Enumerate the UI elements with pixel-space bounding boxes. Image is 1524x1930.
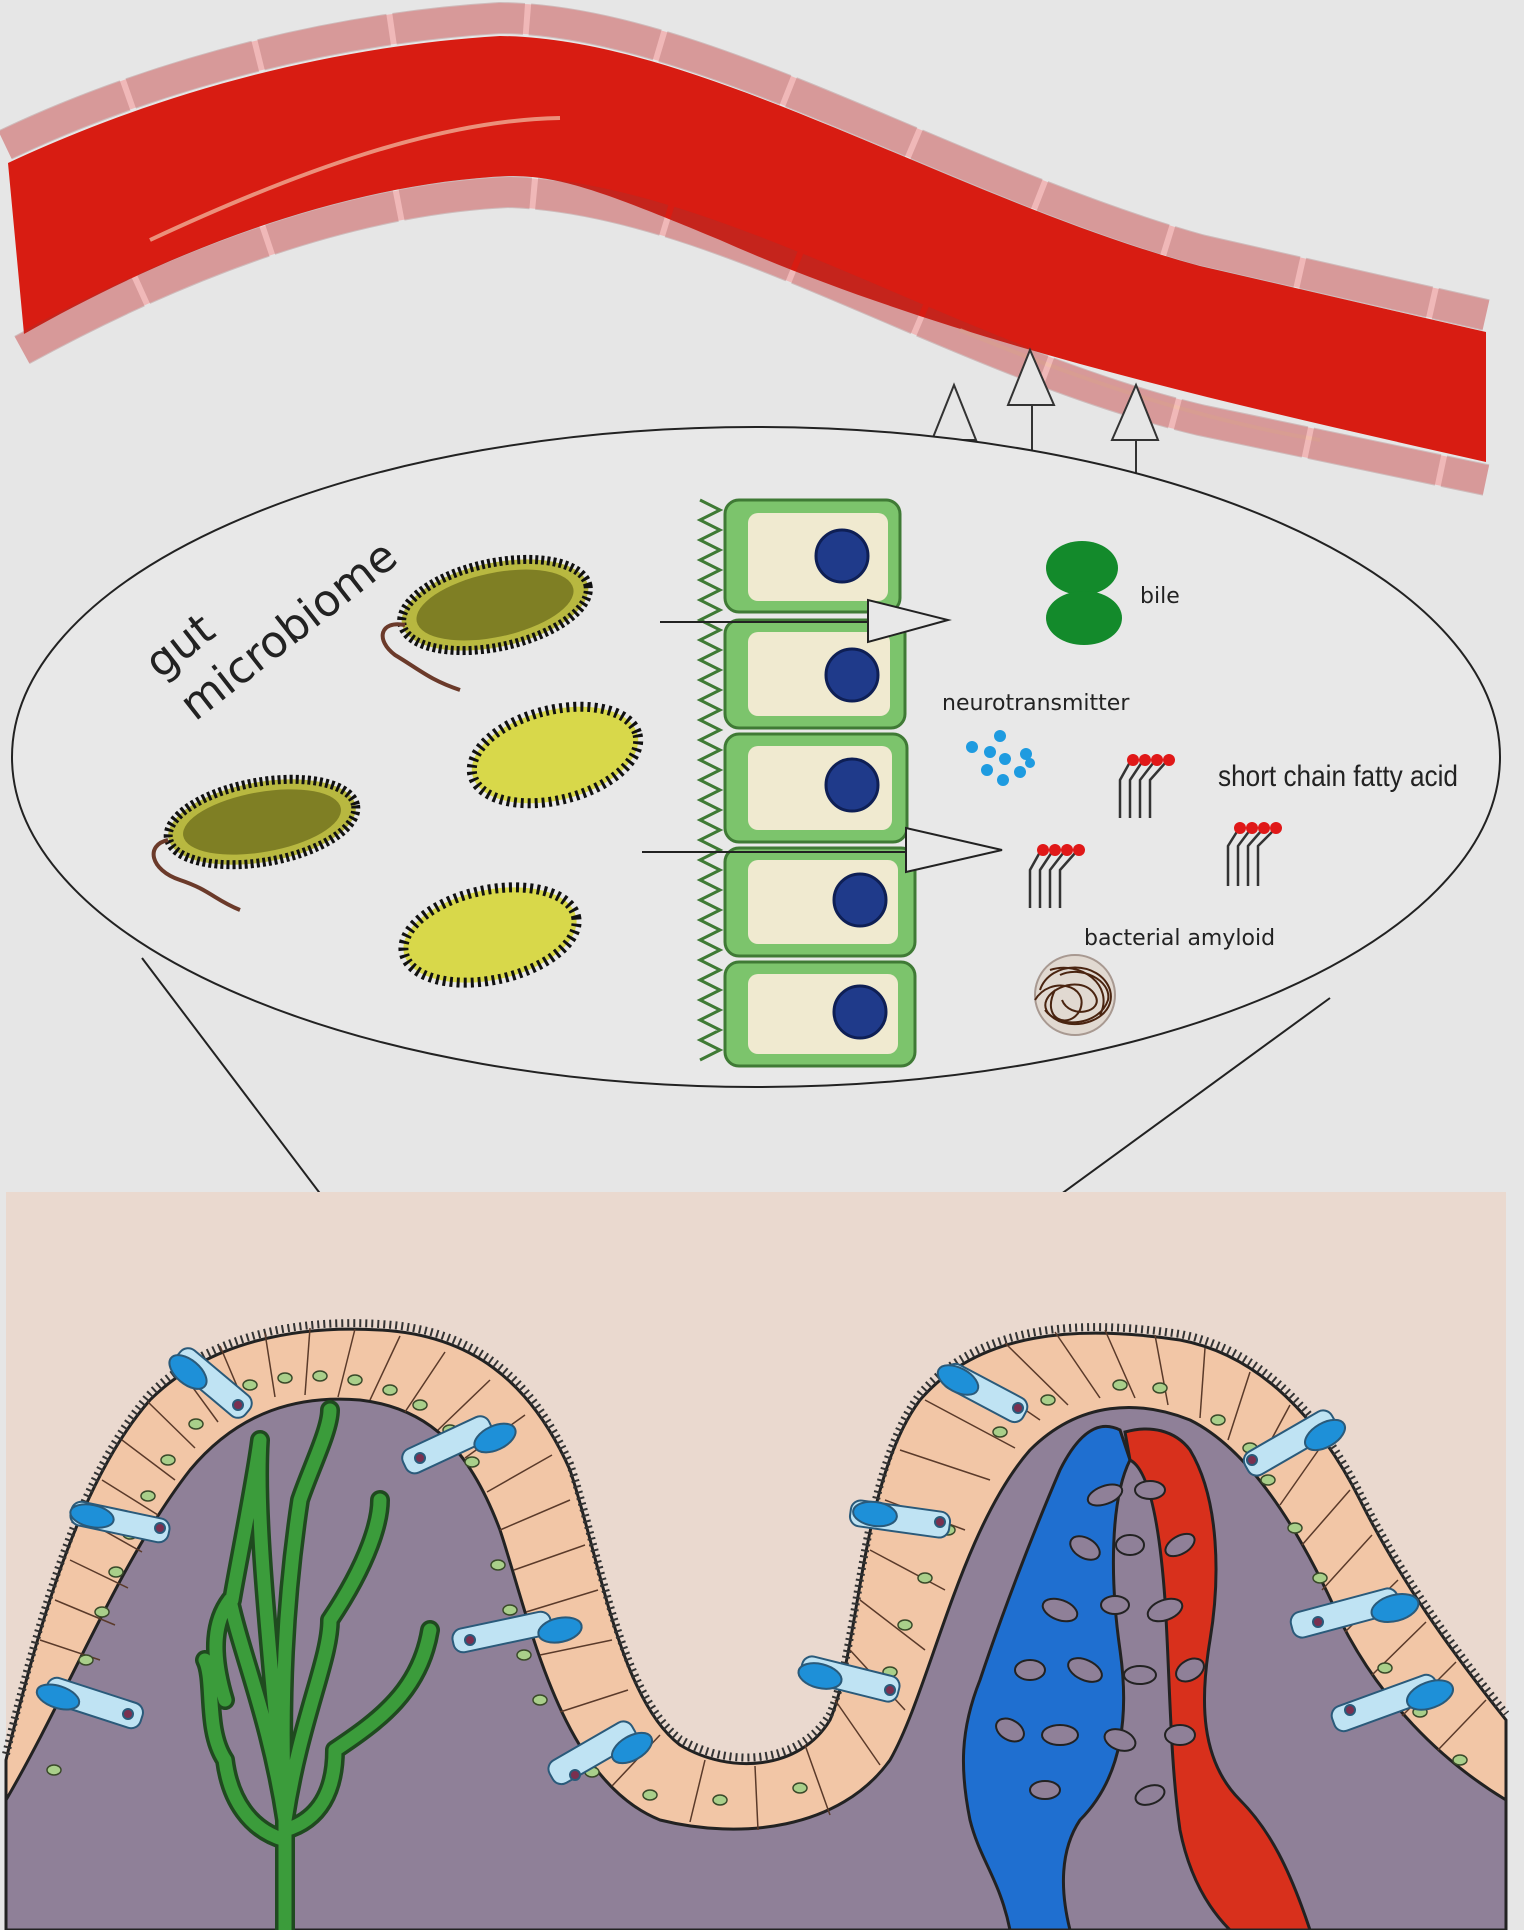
goblet-cell-9 (936, 1362, 1029, 1424)
horizontal-arrow-2 (642, 826, 1003, 874)
bacterium-2 (466, 701, 644, 809)
villus-nuclei (46, 1370, 1468, 1806)
bacterium-1 (380, 554, 593, 692)
goblet-cell-10 (1242, 1409, 1346, 1477)
goblet-cell-3 (168, 1347, 253, 1419)
scfa-molecule-3 (1226, 822, 1282, 886)
bile-molecule (1046, 541, 1122, 645)
vessel-highlight (149, 116, 561, 242)
bacterium-3 (151, 774, 361, 912)
nucleus-4 (832, 872, 888, 928)
goblet-cells (35, 1347, 1454, 1786)
cell-4 (723, 846, 917, 958)
nucleus-5 (832, 984, 888, 1040)
goblet-cell-5 (451, 1610, 583, 1654)
epithelial-cells (696, 498, 917, 1068)
bacterium-4 (398, 882, 582, 988)
neurotransmitter-label: neurotransmitter (942, 691, 1130, 716)
amyloid-tangle (1034, 954, 1116, 1036)
vessel-upper-wall (0, 2, 1490, 330)
blood-vessel (0, 1, 1490, 496)
cell-5 (723, 960, 917, 1068)
goblet-cell-4 (401, 1415, 517, 1475)
cell-1 (723, 498, 902, 614)
capillary-holes (995, 1480, 1205, 1806)
goblet-cell-1 (35, 1676, 144, 1730)
scfa-molecule-1 (1118, 754, 1175, 818)
scfa-label: short chain fatty acid (1218, 760, 1458, 793)
scfa-molecule-2 (1028, 844, 1085, 908)
microvilli-border (696, 498, 724, 1062)
nucleus-3 (824, 757, 880, 813)
cell-2 (723, 618, 907, 730)
horizontal-arrow-1 (660, 598, 952, 644)
goblet-cell-11 (1289, 1587, 1420, 1639)
nucleus-1 (814, 528, 870, 584)
vessel-lumen (8, 36, 1486, 462)
capillary-network (961, 1424, 1312, 1930)
brush-border (2, 1319, 1510, 1762)
goblet-cell-12 (1330, 1673, 1454, 1733)
lacteal (195, 1400, 440, 1930)
vessel-wall-segments (0, 1, 1490, 496)
amyloid-label: bacterial amyloid (1084, 926, 1275, 951)
goblet-cell-7 (797, 1655, 901, 1703)
bile-label: bile (1140, 584, 1180, 609)
goblet-cell-2 (69, 1500, 171, 1544)
goblet-cell-6 (547, 1720, 653, 1786)
intestinal-section (2, 1192, 1510, 1930)
nucleus-2 (824, 647, 880, 703)
neurotransmitter-dots (966, 730, 1035, 786)
goblet-cell-8 (848, 1499, 952, 1539)
vessel-lower-wall (14, 176, 1490, 495)
cell-3 (723, 732, 909, 844)
